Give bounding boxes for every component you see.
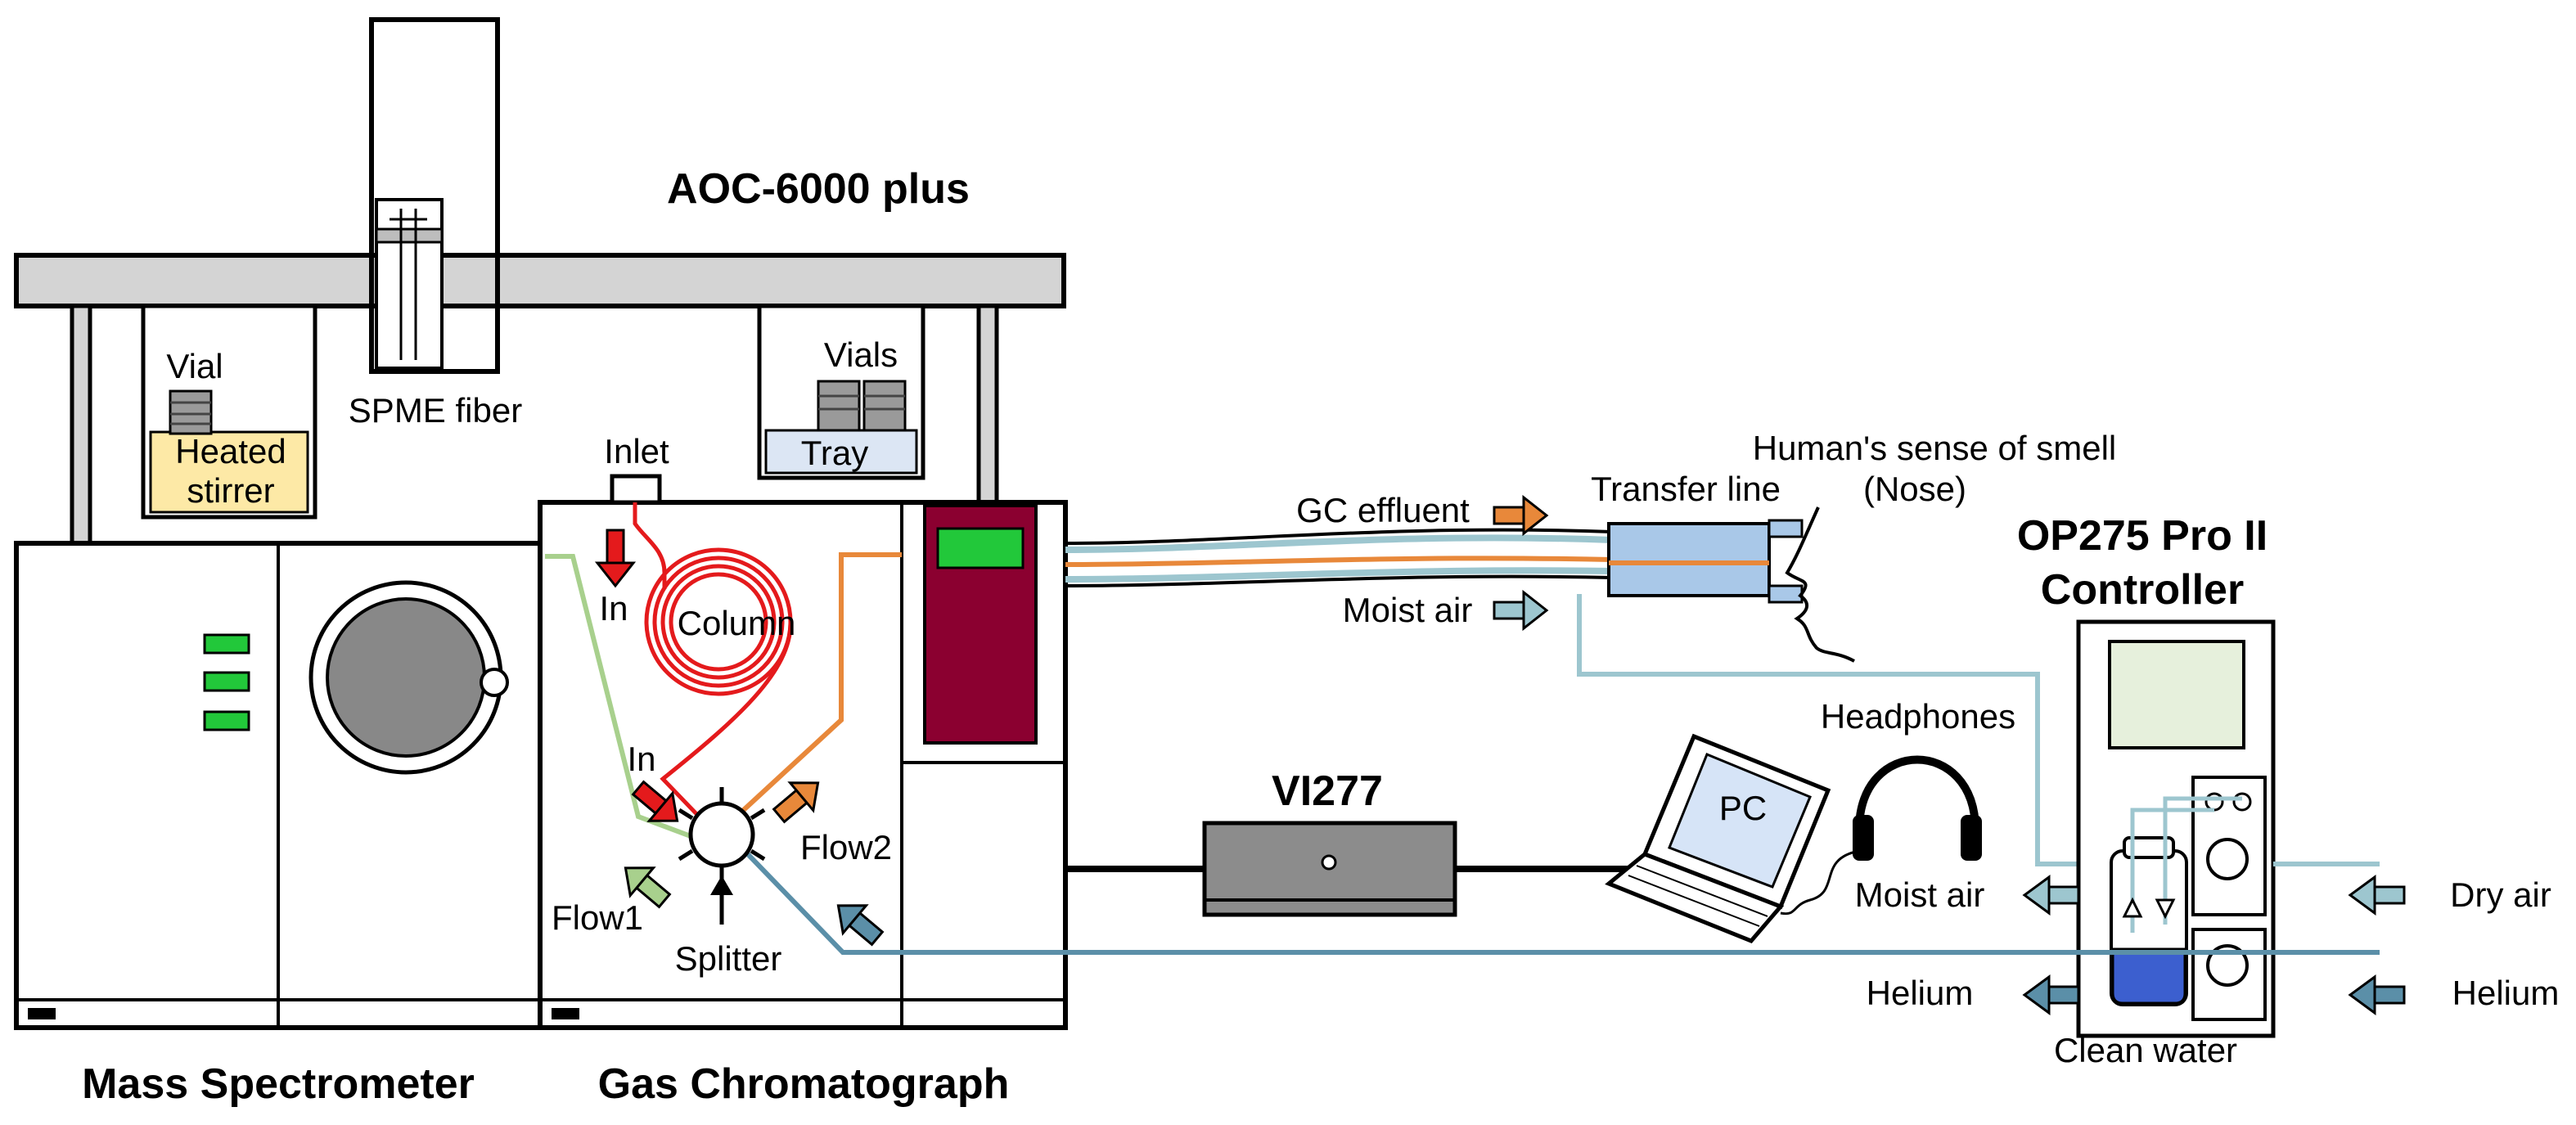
tray-label: Tray [801,434,868,472]
in-arrow-bottom [631,780,679,822]
vi277-box [1202,821,1457,917]
gas-chromatograph-label: Gas Chromatograph [598,1060,1010,1108]
transfer-line-box [1607,522,1771,597]
dry-air-arrow [2348,875,2406,916]
vi277-label: VI277 [1272,767,1383,815]
in-label-top: In [599,589,628,628]
helium-left-label: Helium [1867,974,1974,1012]
splitter-label: Splitter [675,939,782,978]
ms-indicator-2 [203,671,250,692]
transfer-line-label: Transfer line [1591,470,1781,508]
moist-air-bottom-label: Moist air [1855,875,1985,914]
vial-icon [169,389,213,435]
transfer-line-tubes [1065,528,1613,587]
pc-label: PC [1719,789,1767,827]
controller-label-1: OP275 Pro II [2017,512,2268,560]
moist-air-top-label: Moist air [1343,591,1473,629]
controller-label-2: Controller [2041,566,2244,614]
heated-stirrer-label-2: stirrer [187,471,274,510]
flow1-arrow [624,866,672,909]
column-coil [633,502,793,823]
tray-box [757,304,925,480]
flow2-line [734,552,902,819]
ms-indicator-1 [203,633,250,655]
spme-fiber-label: SPME fiber [349,391,522,430]
flow1-label: Flow1 [552,898,643,937]
headphones-icon [1780,755,1982,916]
in-arrow-top [594,529,637,588]
helium-left-arrow [2022,974,2080,1015]
helium-right-arrow [2348,974,2406,1015]
flow2-arrow [772,781,820,824]
mass-spectrometer-label: Mass Spectrometer [82,1060,475,1108]
splitter-up-arrow [710,875,733,925]
helium-in-arrow [836,904,885,947]
inlet-port [610,474,662,505]
column-label: Column [678,604,796,642]
gc-display [936,527,1025,569]
heated-stirrer-label-1: Heated [175,432,286,470]
autosampler-rail [14,253,1066,546]
spme-arm [369,17,500,374]
dry-air-label: Dry air [2450,875,2551,914]
gc-effluent-label: GC effluent [1296,491,1470,529]
mass-spectrometer [14,541,543,1030]
vial-label: Vial [166,347,223,385]
flow1-line [545,554,705,844]
headphones-label: Headphones [1821,697,2015,736]
controller-screen [2108,640,2245,749]
ms-indicator-3 [203,710,250,731]
heated-stirrer-box [141,304,317,520]
clean-water-label: Clean water [2054,1031,2237,1069]
gc-effluent-arrow [1493,494,1549,537]
vials-icon [817,380,907,432]
in-label-bottom: In [627,740,655,778]
flow2-label: Flow2 [800,828,892,866]
inlet-label: Inlet [604,432,669,470]
moist-air-return-line [1577,594,2144,866]
laptop-icon [1605,733,1831,943]
nose-face-icon [1785,506,1855,663]
helium-line-to-gc [742,848,1587,955]
human-sense-label-1: Human's sense of smell [1753,429,2117,467]
op275-controller [2076,619,2276,1038]
vials-label: Vials [824,335,898,374]
pump-icon-2 [2206,944,2249,987]
helium-right-label: Helium [2452,974,2560,1012]
pump-icon-1 [2206,838,2249,880]
moist-air-top-arrow [1493,589,1549,632]
splitter-icon [678,787,766,882]
autosampler-label: AOC-6000 plus [667,165,970,213]
moist-air-bottom-arrow [2022,875,2080,916]
human-sense-label-2: (Nose) [1863,470,1966,508]
